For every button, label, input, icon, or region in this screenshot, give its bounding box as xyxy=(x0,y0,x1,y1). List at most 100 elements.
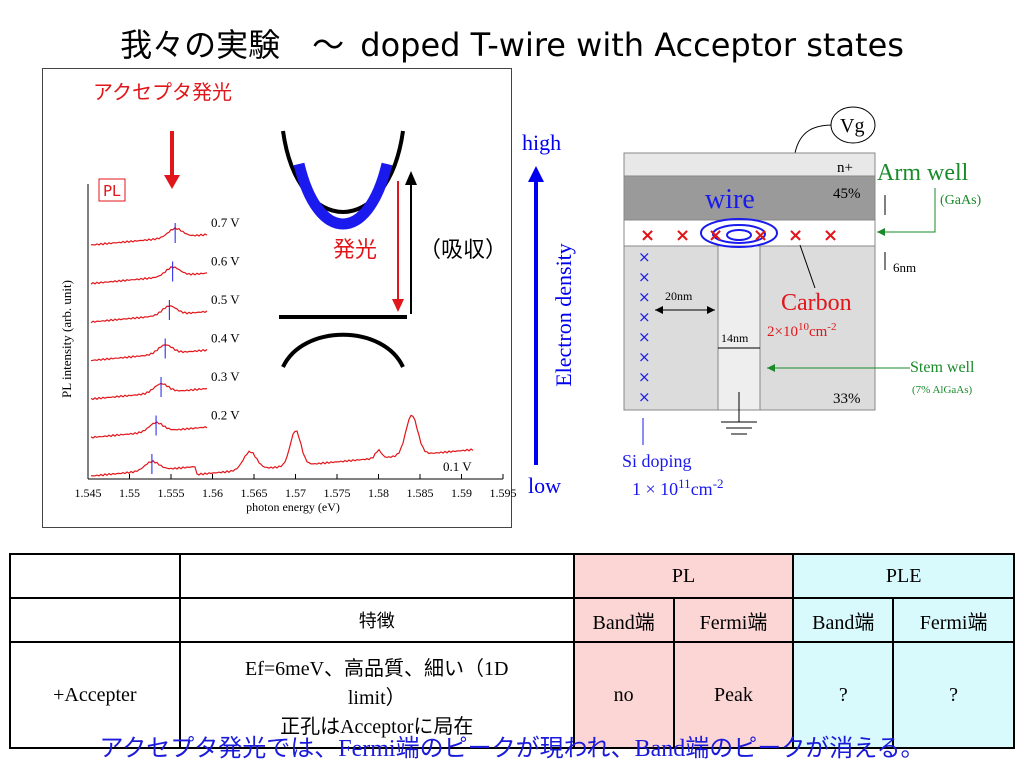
electron-density-arrow-head xyxy=(528,166,544,182)
pl-curve xyxy=(90,382,208,401)
svg-text:×: × xyxy=(640,225,655,246)
carbon-label: Carbon xyxy=(781,290,852,316)
ple-fermi-value: ? xyxy=(892,641,1015,749)
pl-curve xyxy=(90,421,208,439)
gate-voltage-label: Vg xyxy=(840,115,864,137)
voltage-label: 0.4 V xyxy=(211,331,240,346)
emission-arrow-head xyxy=(392,299,404,312)
voltage-label: 0.7 V xyxy=(211,215,240,230)
stem-well-layer xyxy=(717,245,761,411)
low-label: low xyxy=(528,473,561,498)
table-empty-1 xyxy=(9,553,181,599)
arm-well-pointer xyxy=(877,188,936,233)
x-tick-label: 1.55 xyxy=(119,486,140,500)
pl-curve xyxy=(90,226,208,246)
wavefunction-outer xyxy=(700,218,778,248)
x-tick-label: 1.545 xyxy=(75,486,102,500)
feature-line-2: limit） xyxy=(347,686,406,709)
feature-line-3: 正孔はAcceptorに局在 xyxy=(280,715,474,738)
pl-badge-box xyxy=(98,178,126,202)
x-tick-label: 1.585 xyxy=(407,486,434,500)
pl-curve xyxy=(90,344,208,362)
svg-text:×: × xyxy=(638,308,651,326)
carbon-density: 2×1010cm-2 xyxy=(767,321,836,340)
svg-text:×: × xyxy=(638,288,651,306)
x-tick-label: 1.595 xyxy=(490,486,517,500)
svg-text:×: × xyxy=(638,268,651,286)
x-tick-label: 1.555 xyxy=(158,486,185,500)
pct-bottom: 33% xyxy=(833,391,861,407)
pl-spectra-figure: アクセプタ発光 PL PL intensity (arb. unit) phot… xyxy=(42,68,517,528)
stem-well-sub: (7% AlGaAs) xyxy=(912,384,973,396)
pl-header: PL xyxy=(572,553,795,599)
x-tick-label: 1.565 xyxy=(241,486,268,500)
svg-text:×: × xyxy=(708,225,723,246)
dim-20nm-right-head xyxy=(707,306,715,314)
x-axis-label: photon energy (eV) xyxy=(246,500,340,514)
high-label: high xyxy=(522,130,561,155)
feature-line-1: Ef=6meV、高品質、細い（1D xyxy=(245,657,509,680)
pl-fermi-header: Fermi端 xyxy=(672,597,795,643)
x-tick-label: 1.56 xyxy=(202,486,223,500)
emission-label: 発光 xyxy=(333,238,377,263)
footer-conclusion: アクセプタ発光では、Fermi端のピークが現われ、Band端のピークが消える。 xyxy=(99,736,925,762)
si-doping-label: Si doping xyxy=(622,451,692,471)
y-axis-label: PL intensity (arb. unit) xyxy=(59,280,74,398)
pl-curve xyxy=(90,266,208,285)
voltage-label: 0.6 V xyxy=(211,254,240,269)
six-nm-label: 6nm xyxy=(893,260,916,275)
voltage-label: 0.5 V xyxy=(211,292,240,307)
absorption-label: （吸収） xyxy=(419,238,507,263)
svg-text:×: × xyxy=(675,225,690,246)
pl-badge: PL xyxy=(103,182,121,200)
pl-curve xyxy=(90,414,474,477)
filled-electron-states xyxy=(293,162,393,230)
arm-well-sub: (GaAs) xyxy=(940,193,982,208)
barrier-45-layer xyxy=(623,175,876,221)
pl-band-header: Band端 xyxy=(572,597,675,643)
table-empty-2 xyxy=(178,553,575,599)
table-empty-3 xyxy=(9,597,181,643)
voltage-label: 0.3 V xyxy=(211,369,240,384)
si-donors: × × × × × × × × xyxy=(638,248,651,406)
device-structure-figure: high Electron density low Vg n+ 45% wire… xyxy=(515,100,1020,510)
acceptor-arrow-head xyxy=(164,175,180,189)
gate-voltage-circle xyxy=(830,106,876,144)
ple-header: PLE xyxy=(792,553,1015,599)
svg-text:×: × xyxy=(638,328,651,346)
dim-14nm-label: 14nm xyxy=(721,331,749,345)
gate-wire xyxy=(794,124,834,154)
svg-text:×: × xyxy=(638,368,651,386)
conduction-band-curve xyxy=(281,130,405,214)
pl-band-value: no xyxy=(572,641,675,749)
si-density: 1 × 1011cm-2 xyxy=(632,476,724,499)
wavefunction-inner xyxy=(726,229,752,241)
wavefunction-middle xyxy=(712,224,766,244)
svg-text:×: × xyxy=(638,348,651,366)
device-structure-svg: high Electron density low Vg n+ 45% wire… xyxy=(522,106,982,499)
valence-band-curve xyxy=(281,332,405,368)
feature-header: 特徴 xyxy=(178,597,575,643)
svg-text:×: × xyxy=(823,225,838,246)
arm-well-label: Arm well xyxy=(877,160,969,186)
ple-fermi-header: Fermi端 xyxy=(892,597,1015,643)
stem-well-label: Stem well xyxy=(910,359,975,376)
wire-label: wire xyxy=(705,184,755,215)
voltage-label: 0.2 V xyxy=(211,408,240,423)
svg-text:×: × xyxy=(638,388,651,406)
title-jp: 我々の実験 ～ xyxy=(120,26,345,64)
pl-spectra-svg: アクセプタ発光 PL PL intensity (arb. unit) phot… xyxy=(59,80,517,514)
arm-well-pointer-head xyxy=(877,228,885,236)
slide-title: 我々の実験 ～ doped T-wire with Acceptor state… xyxy=(0,20,1024,66)
x-tick-label: 1.58 xyxy=(368,486,389,500)
voltage-label: 0.1 V xyxy=(443,459,472,474)
carbon-pointer xyxy=(799,244,816,289)
svg-text:×: × xyxy=(788,225,803,246)
n-plus-label: n+ xyxy=(837,160,853,176)
carbon-acceptors: ××× ××× xyxy=(640,225,838,246)
dim-20nm-label: 20nm xyxy=(665,289,693,303)
pct-top: 45% xyxy=(833,186,861,202)
x-tick-label: 1.57 xyxy=(285,486,306,500)
stem-well-pointer-head xyxy=(767,364,775,372)
svg-text:×: × xyxy=(638,248,651,266)
